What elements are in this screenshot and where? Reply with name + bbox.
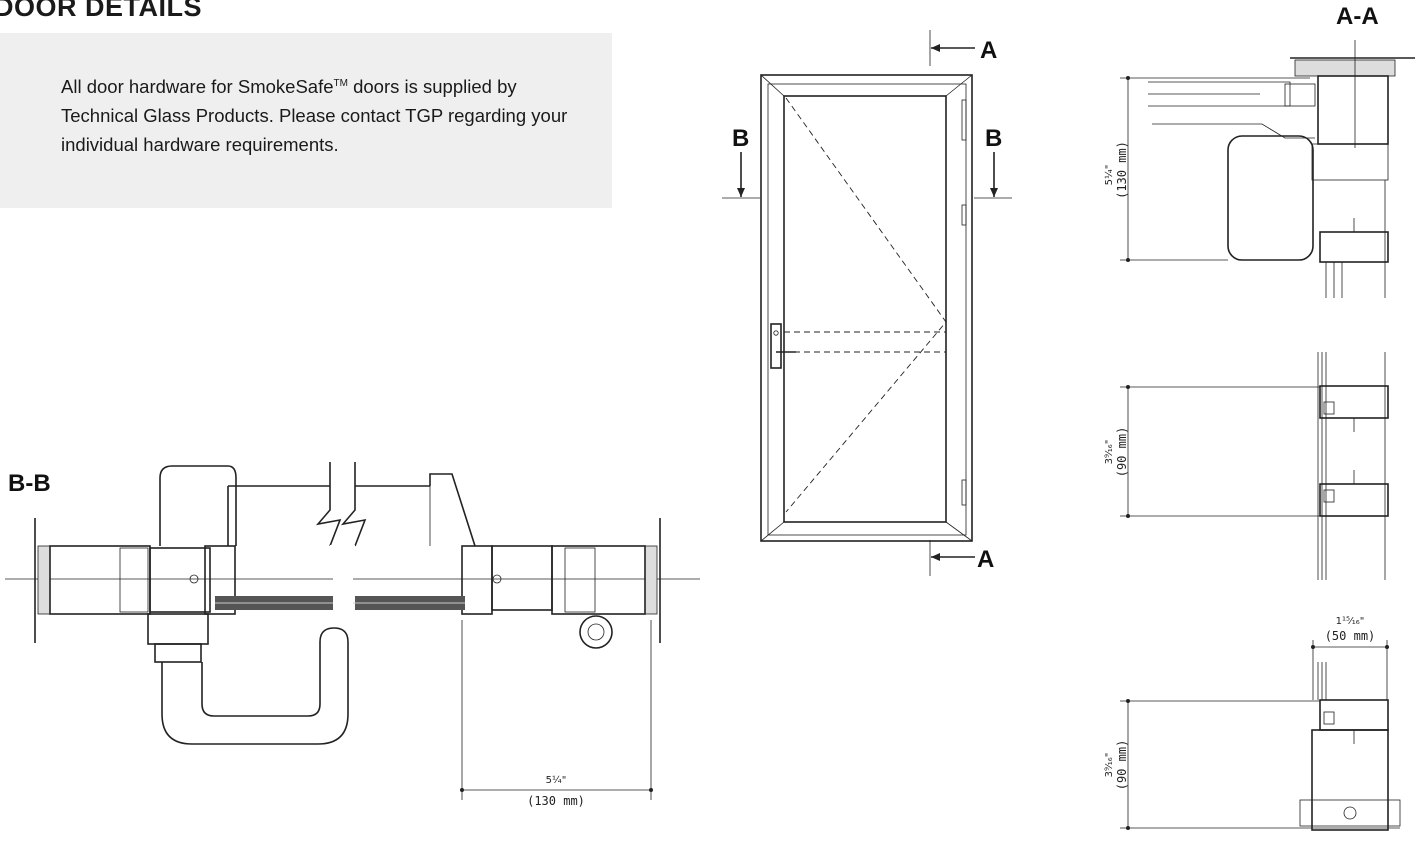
aa-top-fraction: 5¼"	[1103, 165, 1115, 186]
section-mark-a-bottom: A	[977, 546, 994, 573]
door-elevation: A A B B	[722, 30, 1012, 576]
aa-bottom-fraction: 3⁹⁄₁₆"	[1104, 753, 1115, 778]
aa-mid-fraction: 3⁹⁄₁₆"	[1104, 440, 1115, 465]
hardware-note-panel: All door hardware for SmokeSafeTM doors …	[0, 33, 612, 208]
section-b-b: B-B	[5, 460, 700, 808]
bb-width-fraction: 5¼"	[546, 774, 567, 786]
lock-plate-icon	[770, 323, 782, 369]
bb-width-metric: (130 mm)	[527, 794, 585, 808]
aa-depth-metric: (50 mm)	[1325, 629, 1376, 643]
hardware-note-text: All door hardware for SmokeSafeTM doors …	[61, 69, 581, 159]
section-mark-a-top: A	[980, 37, 997, 64]
trademark-mark: TM	[333, 78, 348, 89]
aa-depth-fraction: 1¹⁵⁄₁₆"	[1336, 616, 1365, 627]
section-mark-b-right: B	[985, 125, 1002, 152]
aa-top-metric: (130 mm)	[1115, 141, 1129, 199]
note-text-end: doors is supplied by Technical Glass Pro…	[61, 76, 568, 156]
page-title: DOOR DETAILS	[0, 0, 202, 22]
section-mark-b-left: B	[732, 125, 749, 152]
note-text-start: All door hardware for SmokeSafe	[61, 76, 334, 98]
section-a-a-label: A-A	[1336, 3, 1379, 30]
aa-mid-metric: (90 mm)	[1115, 427, 1129, 478]
section-a-a: A-A 5¼" (130 mm)	[1103, 3, 1415, 831]
aa-bottom-metric: (90 mm)	[1115, 740, 1129, 791]
section-b-b-label: B-B	[8, 470, 51, 497]
